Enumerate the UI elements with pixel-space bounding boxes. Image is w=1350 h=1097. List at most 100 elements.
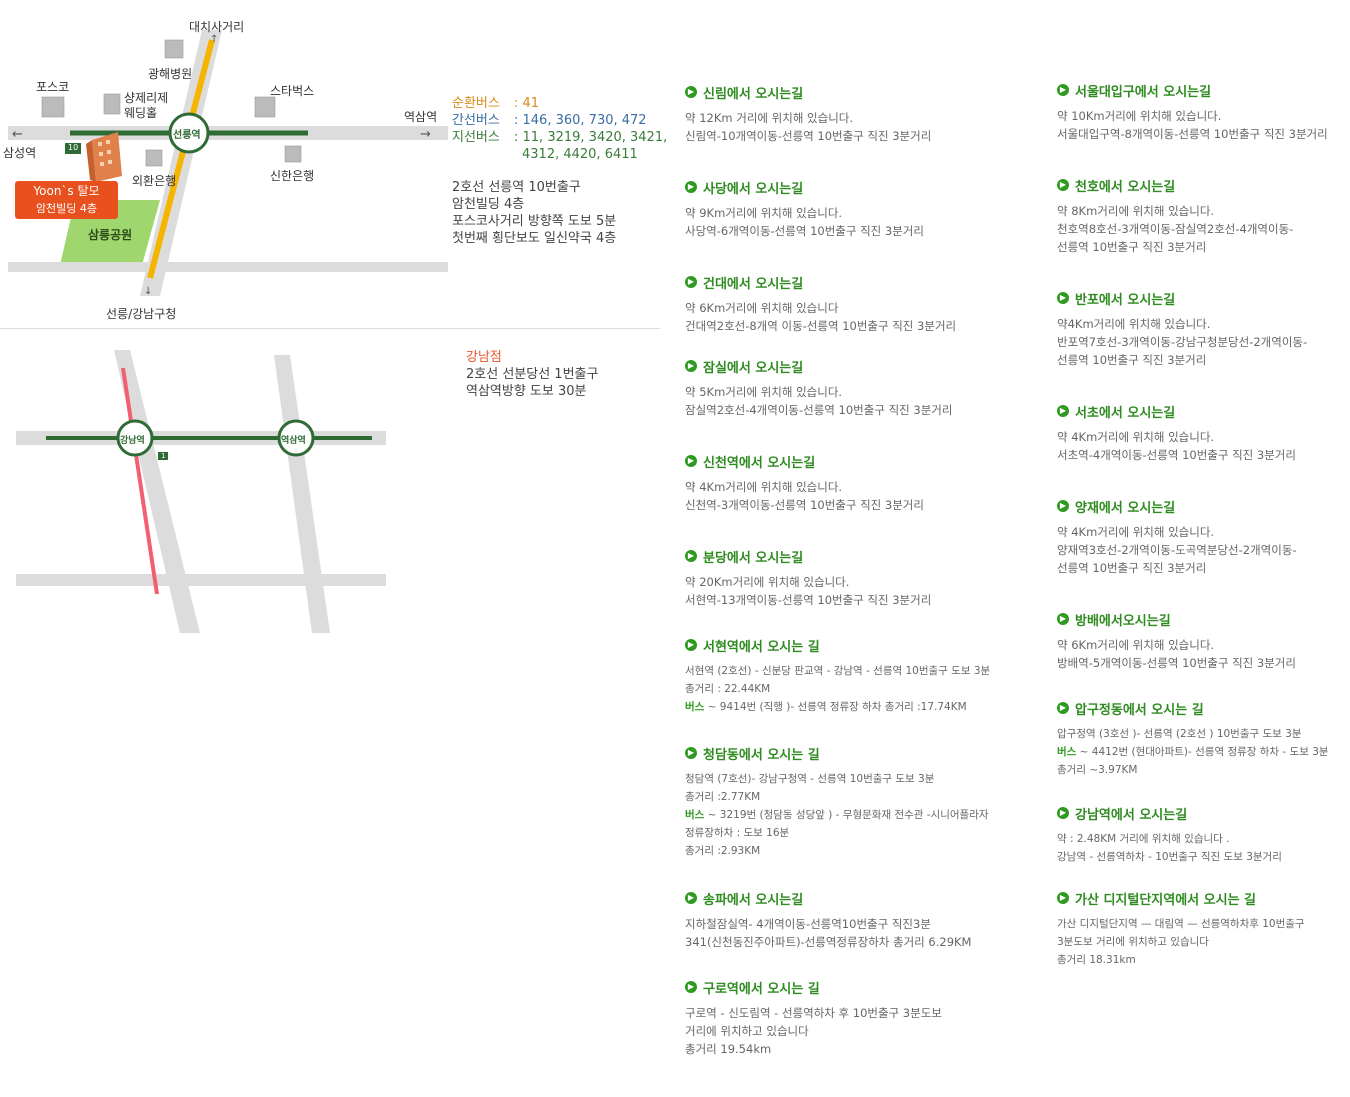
route-line: 선릉역 10번출구 직진 3분거리 bbox=[1057, 561, 1207, 575]
route-line: 약 20Km거리에 위치해 있습니다. bbox=[685, 575, 850, 589]
arrow-circle-icon: ▶ bbox=[685, 747, 697, 759]
station-circle-yeoksam bbox=[277, 419, 315, 457]
bus-branch: : 11, 3219, 3420, 3421, bbox=[514, 130, 668, 145]
arrow-circle-icon: ▶ bbox=[1057, 500, 1069, 512]
route-line: 선릉역 10번출구 직진 3분거리 bbox=[1057, 353, 1207, 367]
arrow-circle-icon: ▶ bbox=[685, 360, 697, 372]
route-line: 총거리 :2.77KM bbox=[685, 791, 761, 803]
map-divider bbox=[0, 328, 660, 329]
route-body: 서현역 (2호선) - 신분당 판교역 - 강남역 - 선릉역 10번출구 도보… bbox=[685, 662, 991, 716]
route-line: 서초역-4개역이동-선릉역 10번출구 직진 3분거리 bbox=[1057, 448, 1296, 462]
arrow-circle-icon: ▶ bbox=[685, 892, 697, 904]
route-line: 총거리 19.54km bbox=[685, 1042, 772, 1056]
exit-number-2: 1 bbox=[161, 452, 166, 460]
route-line: 거리에 위치하고 있습니다 bbox=[685, 1024, 809, 1038]
arrow-circle-icon: ▶ bbox=[685, 639, 697, 651]
north-arrow-icon: ↑ bbox=[210, 34, 218, 45]
route-line: 방배역-5개역이동-선릉역 10번출구 직진 3분거리 bbox=[1057, 656, 1296, 670]
route-line: 서울대입구역-8개역이동-선릉역 10번출구 직진 3분거리 bbox=[1057, 127, 1328, 141]
arrow-circle-icon: ▶ bbox=[1057, 892, 1069, 904]
location-tag: Yoon`s 탈모 암천빌딩 4층 bbox=[15, 181, 118, 219]
route-line: 341(신천동진주아파트)-선릉역정류장하차 총거리 6.29KM bbox=[685, 935, 972, 949]
label-park: 삼릉공원 bbox=[88, 228, 133, 242]
station-circle-gangnam bbox=[116, 419, 154, 457]
road-h2 bbox=[16, 574, 386, 586]
label-hospital: 광해병원 bbox=[148, 67, 193, 81]
route-title: ▶ 건대에서 오시는길 bbox=[685, 273, 985, 292]
route-title: ▶서초에서 오시는길 bbox=[1057, 402, 1350, 421]
route-title: ▶서울대입구에서 오시는길 bbox=[1057, 81, 1350, 100]
bus-label: 버스 bbox=[1057, 746, 1077, 758]
arrow-circle-icon: ▶ bbox=[685, 276, 697, 288]
route-line: 총거리 ~3.97KM bbox=[1057, 764, 1138, 776]
label-south: 선릉/강남구청 bbox=[106, 307, 177, 321]
route-title: ▶잠실에서 오시는길 bbox=[685, 357, 985, 376]
route-line: 약 : 2.48KM 거리에 위치해 있습니다 . bbox=[1057, 833, 1230, 845]
exit-badge bbox=[65, 143, 81, 154]
route-title: ▶신천역에서 오시는길 bbox=[685, 452, 985, 471]
route-title: ▶강남역에서 오시는길 bbox=[1057, 804, 1350, 823]
route-line: 건대역2호선-8개역 이동-선릉역 10번출구 직진 3분거리 bbox=[685, 319, 957, 333]
route-line: 약 6Km거리에 위치해 있습니다 bbox=[685, 301, 839, 315]
route-body: 청담역 (7호선)- 강남구청역 - 선릉역 10번출구 도보 3분 총거리 :… bbox=[685, 770, 989, 860]
route-title-text: 서초에서 오시는길 bbox=[1075, 405, 1176, 421]
route-body: 약 8Km거리에 위치해 있습니다.천호역8호선-3개역이동-잠실역2호선-4개… bbox=[1057, 202, 1350, 256]
label-shinhan: 신한은행 bbox=[270, 169, 315, 183]
route-title: ▶구로역에서 오시는 길 bbox=[685, 978, 985, 997]
label-wedding-2: 웨딩홀 bbox=[124, 106, 158, 120]
station-name: 선릉역 bbox=[173, 130, 201, 141]
route-title: ▶방배에서오시는길 bbox=[1057, 610, 1350, 629]
route-title: ▶가산 디지털단지역에서 오시는 길 bbox=[1057, 889, 1350, 908]
route-title-text: 방배에서오시는길 bbox=[1075, 613, 1171, 629]
route-body: 약 5Km거리에 위치해 있습니다.잠실역2호선-4개역이동-선릉역 10번출구… bbox=[685, 383, 985, 419]
route-line: 반포역7호선-3개역이동-강남구청분당선-2개역이동- bbox=[1057, 335, 1308, 349]
route-line: 지하철잠실역- 4개역이동-선릉역10번출구 직진3분 bbox=[685, 917, 931, 931]
route-line: 총거리 : 22.44KM bbox=[685, 683, 771, 695]
route-title: ▶천호에서 오시는길 bbox=[1057, 176, 1350, 195]
arrow-circle-icon: ▶ bbox=[685, 455, 697, 467]
route-title-text: 건대에서 오시는길 bbox=[703, 276, 804, 292]
route-line: 신림역-10개역이동-선릉역 10번출구 직진 3분거리 bbox=[685, 129, 932, 143]
road-d2 bbox=[274, 355, 330, 633]
bus-text: ~ 9414번 (직행 )- 선릉역 정류장 하차 총거리 :17.74KM bbox=[704, 701, 967, 713]
arrow-circle-icon: ▶ bbox=[1057, 702, 1069, 714]
route-title-text: 송파에서 오시는길 bbox=[703, 892, 804, 908]
gangnam-info: 강남점 2호선 선분당선 1번출구 역삼역방향 도보 30분 bbox=[466, 349, 598, 400]
label-west: 삼성역 bbox=[3, 146, 37, 160]
route-line: 총거리 18.31km bbox=[1057, 954, 1136, 966]
gangnam-line1: 2호선 선분당선 1번출구 bbox=[466, 367, 599, 382]
route-title: ▶ 청담동에서 오시는 길 bbox=[685, 744, 985, 763]
route-title-text: 청담동에서 오시는 길 bbox=[703, 747, 820, 763]
route-title-text: 서울대입구에서 오시는길 bbox=[1075, 84, 1212, 100]
shinhan-icon bbox=[284, 145, 302, 163]
route-line: 서현역-13개역이동-선릉역 10번출구 직진 3분거리 bbox=[685, 593, 932, 607]
arrow-circle-icon: ▶ bbox=[1057, 292, 1069, 304]
west-arrow-icon: ← bbox=[12, 127, 23, 142]
route-title-text: 반포에서 오시는길 bbox=[1075, 292, 1176, 308]
sinbundang-track bbox=[121, 367, 159, 595]
direction-line: 포스코사거리 방향쪽 도보 5분 bbox=[452, 214, 617, 229]
route-body: 약4Km거리에 위치해 있습니다.반포역7호선-3개역이동-강남구청분당선-2개… bbox=[1057, 315, 1350, 369]
bus-branch-label: 지선버스 bbox=[452, 130, 500, 145]
bus-label: 버스 bbox=[685, 809, 705, 821]
exit-number: 10 bbox=[68, 143, 79, 152]
route-line: 선릉역 10번출구 직진 3분거리 bbox=[1057, 240, 1207, 254]
arrow-circle-icon: ▶ bbox=[685, 86, 697, 98]
direction-line: 암천빌딩 4층 bbox=[452, 197, 525, 212]
map-gangnam bbox=[16, 350, 386, 633]
route-body: 약 20Km거리에 위치해 있습니다. 서현역-13개역이동-선릉역 10번출구 … bbox=[685, 573, 985, 609]
route-line: 서현역 (2호선) - 신분당 판교역 - 강남역 - 선릉역 10번출구 도보… bbox=[685, 665, 991, 677]
